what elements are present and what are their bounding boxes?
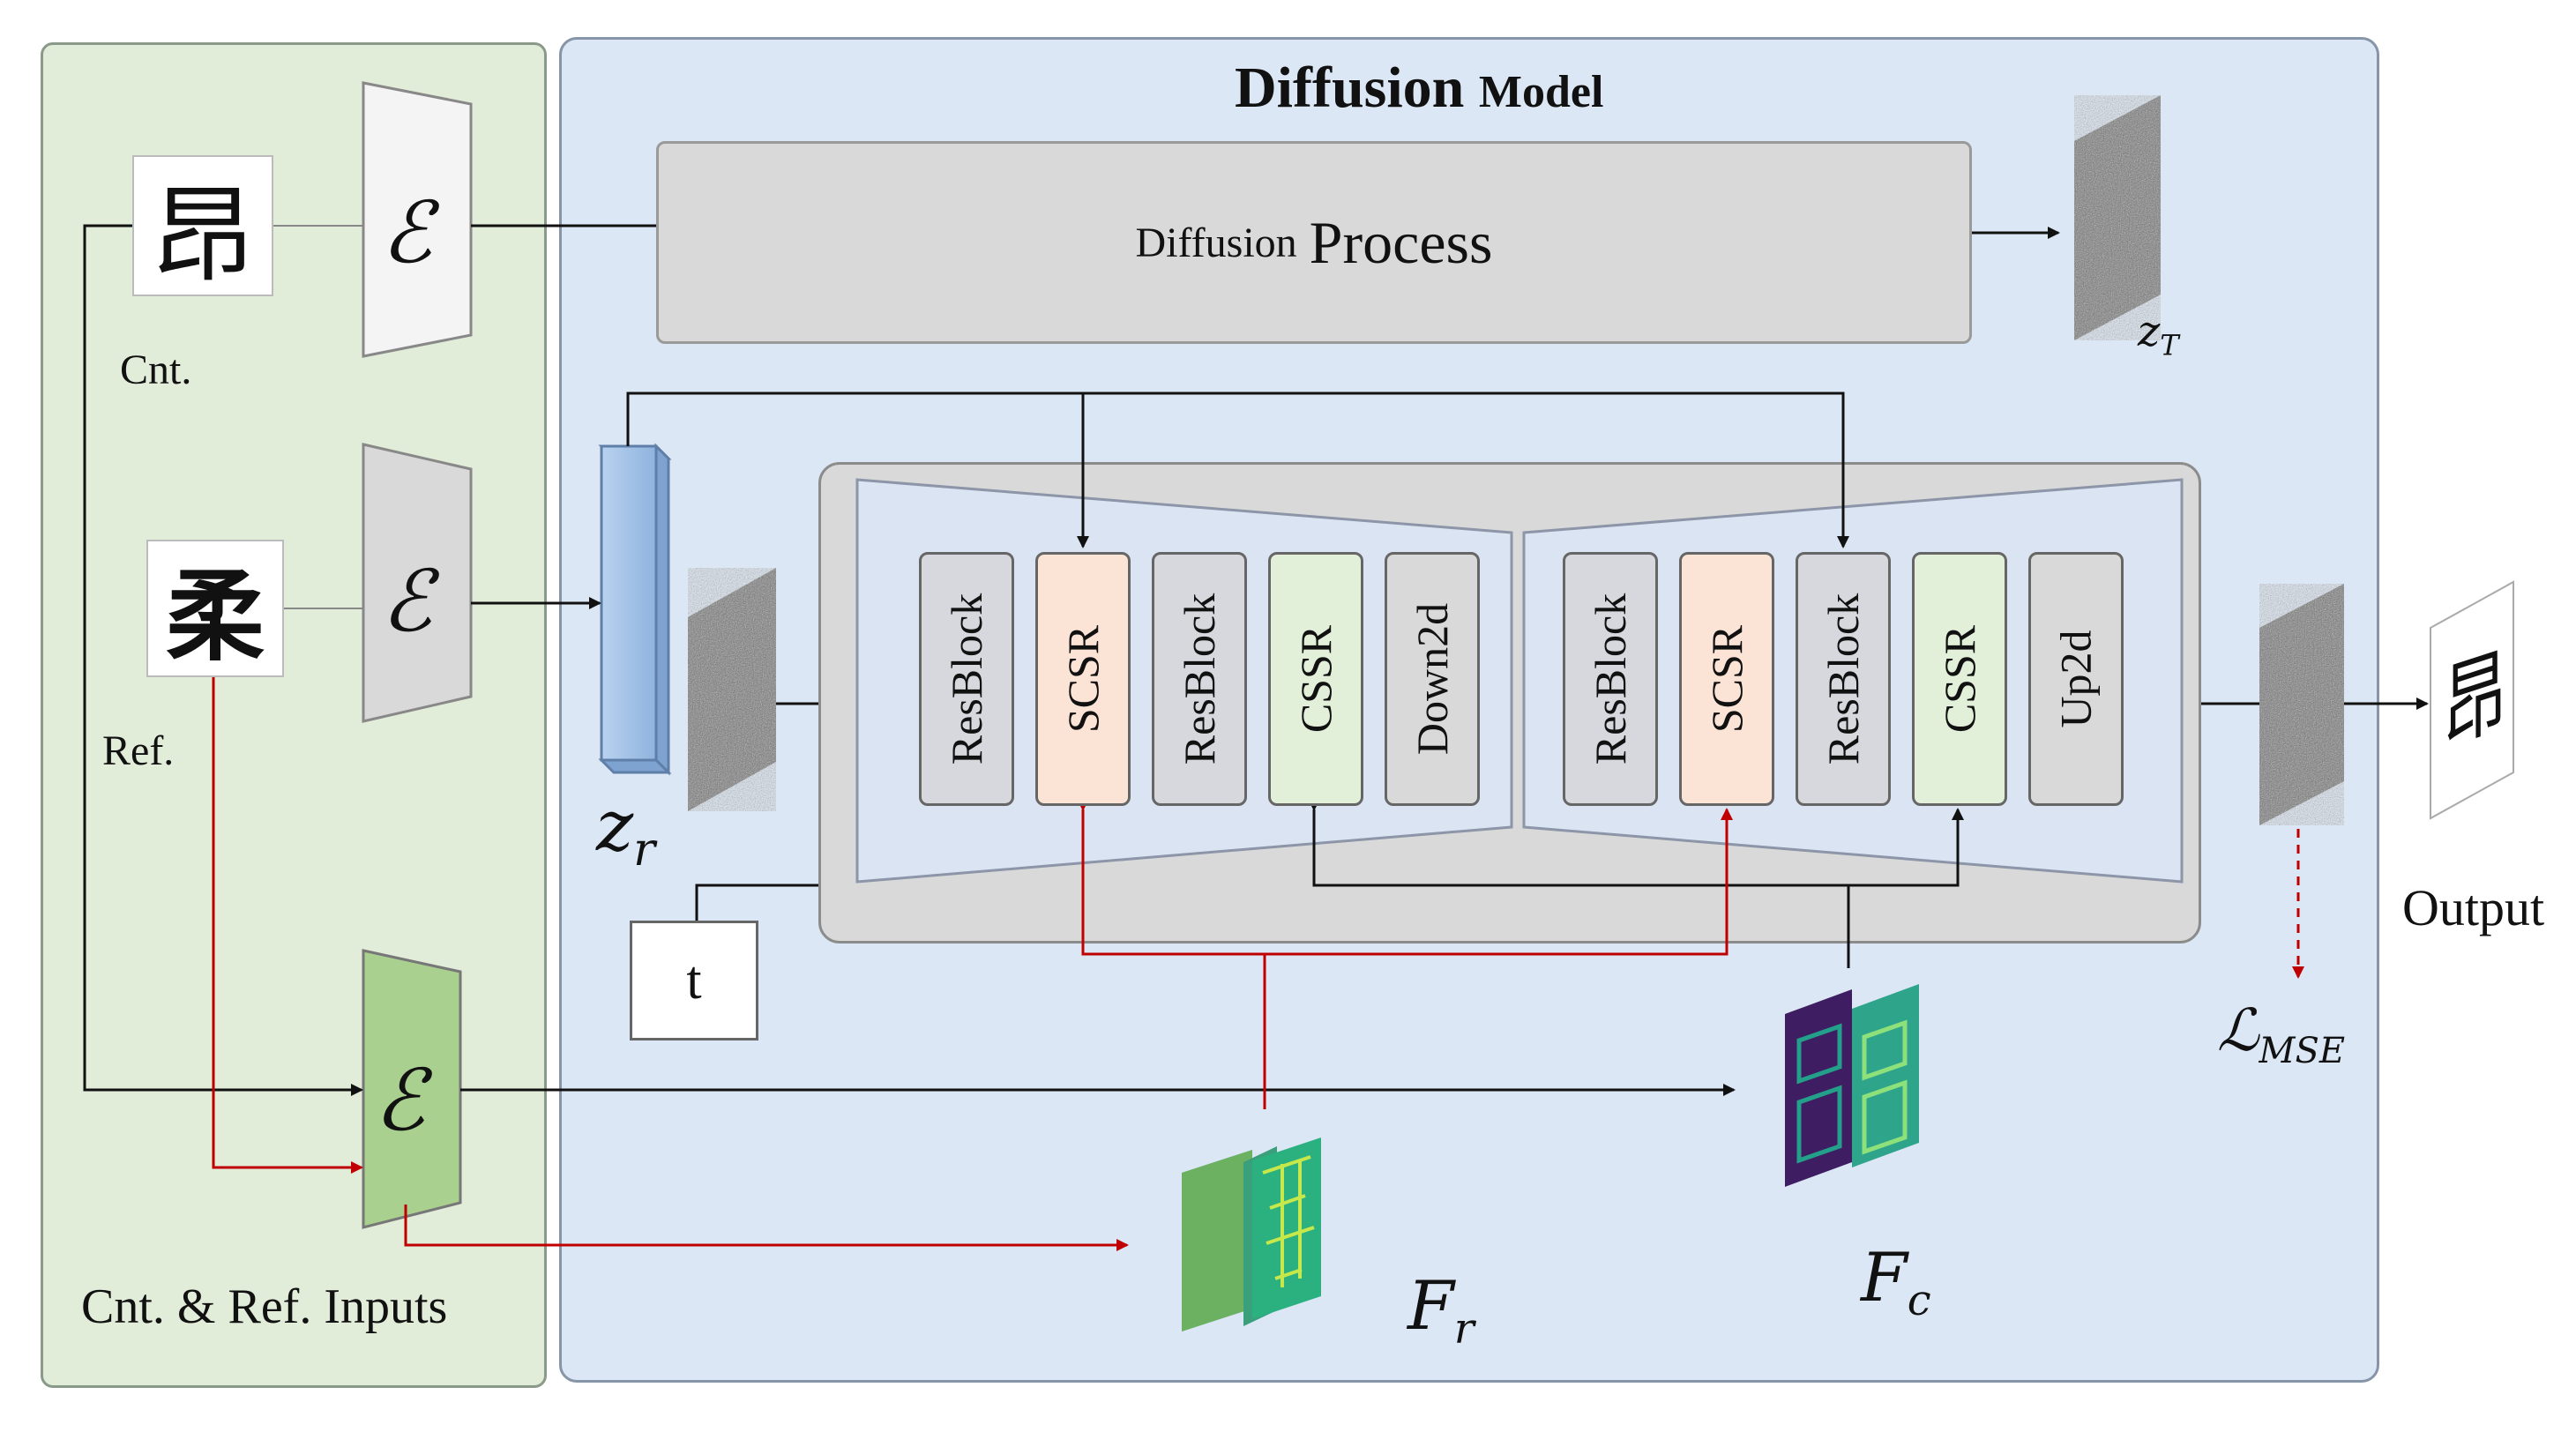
encoder-resblock-2: ResBlock xyxy=(1152,552,1247,806)
title-sub: Model xyxy=(1478,67,1604,117)
diffusion-process-label: Diffusion Process xyxy=(1135,208,1493,276)
content-character-card: 昂 xyxy=(132,155,273,296)
diagram-title: Diffusion Model xyxy=(1235,56,1604,120)
zr-column-side xyxy=(654,443,670,776)
reference-encoder-symbol: ℰ xyxy=(381,552,433,651)
joint-encoder-shape xyxy=(362,949,462,1229)
output-character: 昂 xyxy=(2443,635,2507,764)
noise-latent-zr xyxy=(688,568,776,811)
timestep-box: t xyxy=(630,921,758,1040)
content-encoder-symbol: ℰ xyxy=(381,183,433,282)
diffusion-process-box: Diffusion Process xyxy=(656,141,1972,344)
encoder-down2d: Down2d xyxy=(1385,552,1480,806)
decoder-up2d: Up2d xyxy=(2028,552,2124,806)
output-page xyxy=(2430,580,2514,820)
zr-column-bottom xyxy=(598,758,672,774)
decoder-resblock-1: ResBlock xyxy=(1563,552,1658,806)
decoder-scsr: SCSR xyxy=(1679,552,1774,806)
reference-label: Ref. xyxy=(102,727,175,774)
encoder-scsr: SCSR xyxy=(1035,552,1131,806)
encoder-resblock-1: ResBlock xyxy=(919,552,1014,806)
zr-label: zr xyxy=(596,785,656,876)
zr-column xyxy=(600,444,658,762)
feature-map-fr xyxy=(1182,1137,1321,1331)
loss-label: ℒMSE xyxy=(2217,996,2346,1072)
noise-latent-output xyxy=(2259,584,2344,825)
reference-character-card: 柔 xyxy=(146,540,284,677)
encoder-cssr: CSSR xyxy=(1268,552,1363,806)
fc-label: Fc xyxy=(1861,1238,1931,1326)
joint-encoder-symbol: ℰ xyxy=(374,1051,426,1150)
decoder-cssr: CSSR xyxy=(1912,552,2007,806)
content-label: Cnt. xyxy=(120,347,192,393)
zT-label: zT xyxy=(2138,307,2179,362)
output-label: Output xyxy=(2402,879,2545,936)
inputs-panel-label: Cnt. & Ref. Inputs xyxy=(81,1279,448,1334)
feature-map-fc xyxy=(1785,984,1919,1187)
decoder-resblock-2: ResBlock xyxy=(1796,552,1891,806)
reference-encoder-shape xyxy=(362,443,473,723)
content-encoder-shape xyxy=(362,81,473,358)
fr-label: Fr xyxy=(1407,1266,1475,1354)
noise-latent-zT xyxy=(2074,95,2161,340)
